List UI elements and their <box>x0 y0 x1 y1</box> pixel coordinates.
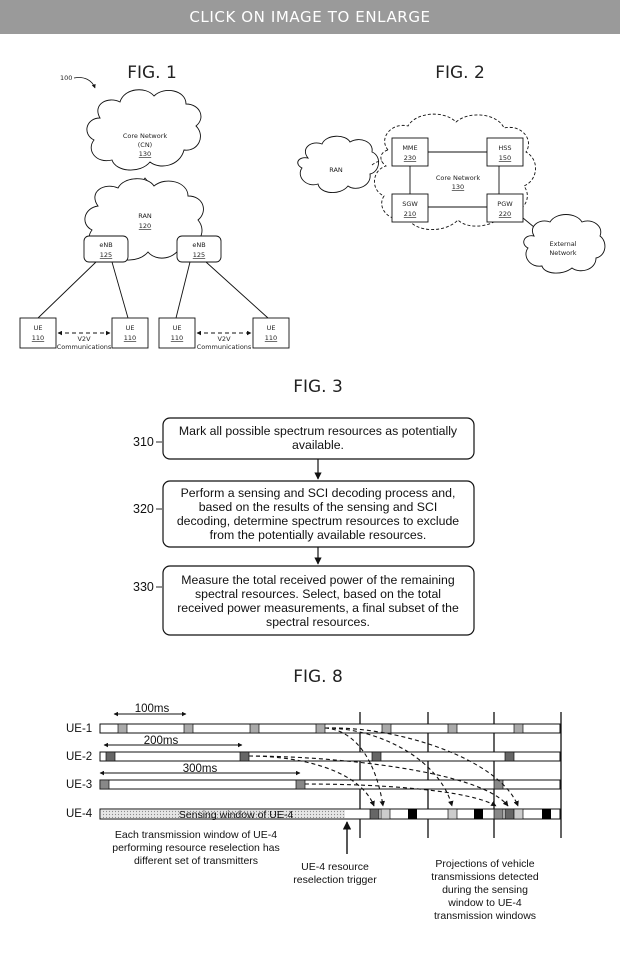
fig1: FIG. 1 100 Core Network (CN) 130 RAN 120… <box>19 63 290 351</box>
cn-label: Core Network <box>123 132 167 140</box>
caption-mid-1: UE-4 resource <box>301 861 369 873</box>
ue-box-2 <box>111 317 149 349</box>
ue3-timeline <box>99 779 561 790</box>
hss-ref: 150 <box>499 154 511 162</box>
comm-label-left: Communications <box>57 343 112 351</box>
ue-3-ref: 110 <box>171 334 183 342</box>
enb-right-label: eNB <box>192 241 205 249</box>
step-310-ref: 310 <box>133 435 154 449</box>
ue-box-1 <box>19 317 57 349</box>
step-330-ref: 330 <box>133 580 154 594</box>
hss-box <box>486 137 524 167</box>
row-ue1-label: UE-1 <box>66 723 92 735</box>
fig2-core-ref: 130 <box>452 183 464 191</box>
step-320-line-2: based on the results of the sensing and … <box>199 500 438 514</box>
external-label-2: Network <box>549 249 576 257</box>
pgw-box <box>486 193 524 223</box>
enlarge-banner[interactable]: CLICK ON IMAGE TO ENLARGE <box>0 0 620 34</box>
period-200ms: 200ms <box>144 735 179 747</box>
hss-label: HSS <box>498 144 511 152</box>
enb-right-box <box>176 235 222 263</box>
caption-left-1: Each transmission window of UE-4 <box>115 829 277 841</box>
fig2-title: FIG. 2 <box>435 63 485 83</box>
ue-4-ref: 110 <box>265 334 277 342</box>
comm-label-right: Communications <box>197 343 252 351</box>
fig2: FIG. 2 RAN Core Network 130 MME 230 HSS … <box>297 63 606 274</box>
pgw-label: PGW <box>497 200 513 208</box>
ue-2-label: UE <box>126 324 135 332</box>
fig3-title: FIG. 3 <box>293 377 343 397</box>
fig2-ran-label: RAN <box>329 166 343 174</box>
ue-1-ref: 110 <box>32 334 44 342</box>
step-320-line-4: from the potentially available resources… <box>210 528 427 542</box>
step-330-line-2: spectral resources. Select, based on the… <box>195 587 441 601</box>
external-network-cloud <box>523 214 606 274</box>
cn-ref: 130 <box>139 150 151 158</box>
step-330-line-3: received power measurements, a final sub… <box>177 601 459 615</box>
row-ue4-label: UE-4 <box>66 808 93 820</box>
caption-right-3: during the sensing <box>442 884 528 896</box>
sensing-window <box>101 810 345 818</box>
sgw-ref: 210 <box>404 210 416 218</box>
period-100ms: 100ms <box>135 703 170 715</box>
step-320-line-3: decoding, determine spectrum resources t… <box>177 514 459 528</box>
enb-left-ref: 125 <box>100 251 112 259</box>
step-310-line-2: available. <box>292 438 344 452</box>
caption-right-2: transmissions detected <box>431 871 539 883</box>
row-ue2-label: UE-2 <box>66 751 92 763</box>
ran-ref: 120 <box>139 222 151 230</box>
caption-mid-2: reselection trigger <box>293 874 377 886</box>
v2v-label-left: V2V <box>77 335 91 343</box>
caption-left-3: different set of transmitters <box>134 855 258 867</box>
ue-box-3 <box>158 317 196 349</box>
ue-1-label: UE <box>34 324 43 332</box>
step-330-box <box>162 565 475 636</box>
sensing-window-label: Sensing window of UE-4 <box>179 809 294 821</box>
core-network-cloud <box>86 89 202 171</box>
mme-ref: 230 <box>404 154 416 162</box>
ue-box-4 <box>252 317 290 349</box>
sgw-label: SGW <box>402 200 418 208</box>
step-330-line-4: spectral resources. <box>266 615 370 629</box>
caption-right-5: transmission windows <box>434 910 536 922</box>
enb-left-box <box>83 235 129 263</box>
fig2-core-label: Core Network <box>436 174 480 182</box>
ue2-timeline <box>99 751 561 762</box>
fig3: FIG. 3 310 Mark all possible spectrum re… <box>133 377 475 636</box>
enb-right-ref: 125 <box>193 251 205 259</box>
ue-3-label: UE <box>173 324 182 332</box>
v2v-label-right: V2V <box>217 335 231 343</box>
row-ue3-label: UE-3 <box>66 779 92 791</box>
sgw-box <box>391 193 429 223</box>
step-330-line-1: Measure the total received power of the … <box>181 573 455 587</box>
ue1-timeline <box>99 723 561 734</box>
period-300ms: 300ms <box>183 763 218 775</box>
mme-box <box>391 137 429 167</box>
external-label-1: External <box>550 240 577 248</box>
pgw-ref: 220 <box>499 210 511 218</box>
fig2-ran-cloud <box>297 135 379 193</box>
caption-right-1: Projections of vehicle <box>435 858 534 870</box>
fig8: FIG. 8 UE-1 UE-2 UE-3 UE-4 Sensing windo… <box>66 667 562 922</box>
fig1-title: FIG. 1 <box>127 63 177 83</box>
fig1-ref: 100 <box>60 74 72 82</box>
ue-2-ref: 110 <box>124 334 136 342</box>
enb-left-label: eNB <box>99 241 112 249</box>
cn-label-abbr: (CN) <box>138 141 152 149</box>
ue-4-label: UE <box>267 324 276 332</box>
ran-label: RAN <box>138 212 152 220</box>
caption-left-2: performing resource reselection has <box>112 842 280 854</box>
step-320-line-1: Perform a sensing and SCI decoding proce… <box>181 486 456 500</box>
fig8-title: FIG. 8 <box>293 667 343 687</box>
step-320-ref: 320 <box>133 502 154 516</box>
caption-right-4: window to UE-4 <box>447 897 522 909</box>
step-310-line-1: Mark all possible spectrum resources as … <box>179 424 458 438</box>
mme-label: MME <box>402 144 417 152</box>
